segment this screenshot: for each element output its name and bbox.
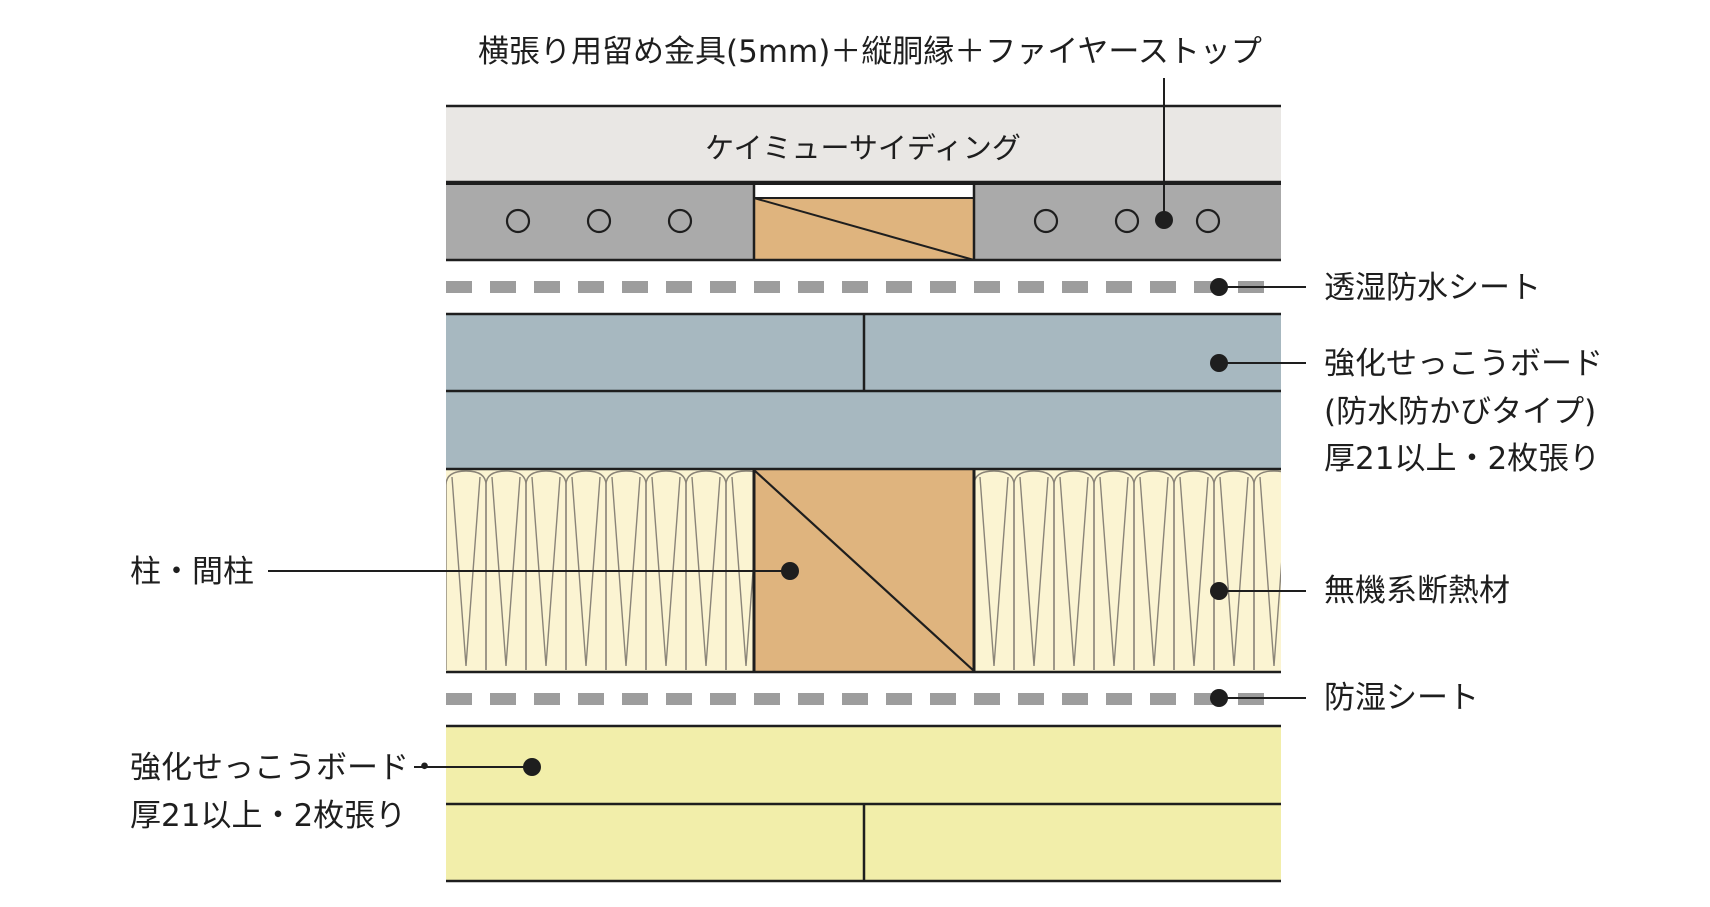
insulation-fibre-zigzag	[1099, 476, 1129, 667]
vapor-sheet-label: 防湿シート	[1324, 680, 1479, 716]
insulation-fibre-arch	[1093, 470, 1135, 670]
outer-board-label-line1: 強化せっこうボード	[1324, 346, 1603, 382]
insulation-fibre-zigzag	[651, 476, 681, 667]
siding-layer	[446, 106, 1281, 182]
insulation-label: 無機系断熱材	[1324, 573, 1510, 609]
fastener-hole	[505, 208, 531, 234]
insulation-fibre-zigzag	[611, 476, 641, 667]
fastener-holes	[505, 208, 1221, 234]
outer-board-label-line3: 厚21以上・2枚張り	[1324, 441, 1600, 477]
outer-board-label-line2: (防水防かびタイプ)	[1324, 394, 1596, 430]
top-callout-label: 横張り用留め金具(5mm)＋縦胴縁＋ファイヤーストップ	[478, 34, 1262, 70]
insulation-fibre-zigzag	[1139, 476, 1169, 667]
insulation-fibre-arch	[485, 470, 527, 670]
insulation-fibre-zigzag	[979, 476, 1009, 667]
insulation-fibre-zigzag	[1019, 476, 1049, 667]
callout-dot	[1210, 582, 1228, 600]
insulation-fibre-arch	[685, 470, 727, 670]
fastener-zone-right	[974, 184, 1281, 260]
inner-board-label-line1: 強化せっこうボード・	[130, 750, 440, 786]
breathable-sheet-label: 透湿防水シート	[1324, 270, 1541, 306]
fastener-hole	[586, 208, 612, 234]
fastener-hole	[1195, 208, 1221, 234]
insulation-fibre-zigzag	[451, 476, 481, 667]
furring-diagonal	[753, 197, 975, 261]
insulation-fibre-arch	[645, 470, 687, 670]
insulation-fibre-arch	[1253, 470, 1281, 670]
callout-dot	[1155, 211, 1173, 229]
insulation-fibre-zigzag	[491, 476, 521, 667]
insulation-fibre-arch	[525, 470, 567, 670]
insulation-fibre-arch	[1133, 470, 1175, 670]
insulation-pattern-left	[446, 470, 754, 670]
fastener-hole	[1114, 208, 1140, 234]
insulation-fibre-arch	[1053, 470, 1095, 670]
insulation-right	[974, 470, 1281, 671]
insulation-fibre-zigzag	[1219, 476, 1249, 667]
callout-dot	[781, 562, 799, 580]
insulation-fibre-zigzag	[1259, 476, 1281, 667]
insulation-fibre-arch	[605, 470, 647, 670]
insulation-fibre-zigzag	[691, 476, 721, 667]
insulation-fibre-arch	[446, 470, 487, 670]
post-label: 柱・間柱	[130, 554, 254, 590]
inner-board-label-line2: 厚21以上・2枚張り	[130, 798, 406, 834]
fastener-hole	[1033, 208, 1059, 234]
callout-dots	[523, 211, 1228, 776]
insulation-fibre-zigzag	[1179, 476, 1209, 667]
insulation-fibre-arch	[565, 470, 607, 670]
insulation-fibre-zigzag	[531, 476, 561, 667]
callout-leaders	[268, 78, 1306, 768]
insulation-fibre-zigzag	[571, 476, 601, 667]
post-diagonal	[753, 469, 975, 672]
insulation-fibre-arch	[1173, 470, 1215, 670]
fastener-hole	[667, 208, 693, 234]
callout-dot	[523, 758, 541, 776]
callout-dot	[1210, 278, 1228, 296]
siding-label: ケイミューサイディング	[705, 131, 1021, 165]
callout-dot	[1210, 689, 1228, 707]
fastener-zone-left	[446, 184, 754, 260]
callout-dot	[1210, 354, 1228, 372]
insulation-fibre-arch	[1013, 470, 1055, 670]
insulation-pattern-right	[974, 470, 1281, 670]
insulation-fibre-zigzag	[1059, 476, 1089, 667]
insulation-fibre-arch	[1213, 470, 1255, 670]
insulation-fibre-zigzag	[731, 476, 754, 667]
insulation-fibre-arch	[725, 470, 754, 670]
